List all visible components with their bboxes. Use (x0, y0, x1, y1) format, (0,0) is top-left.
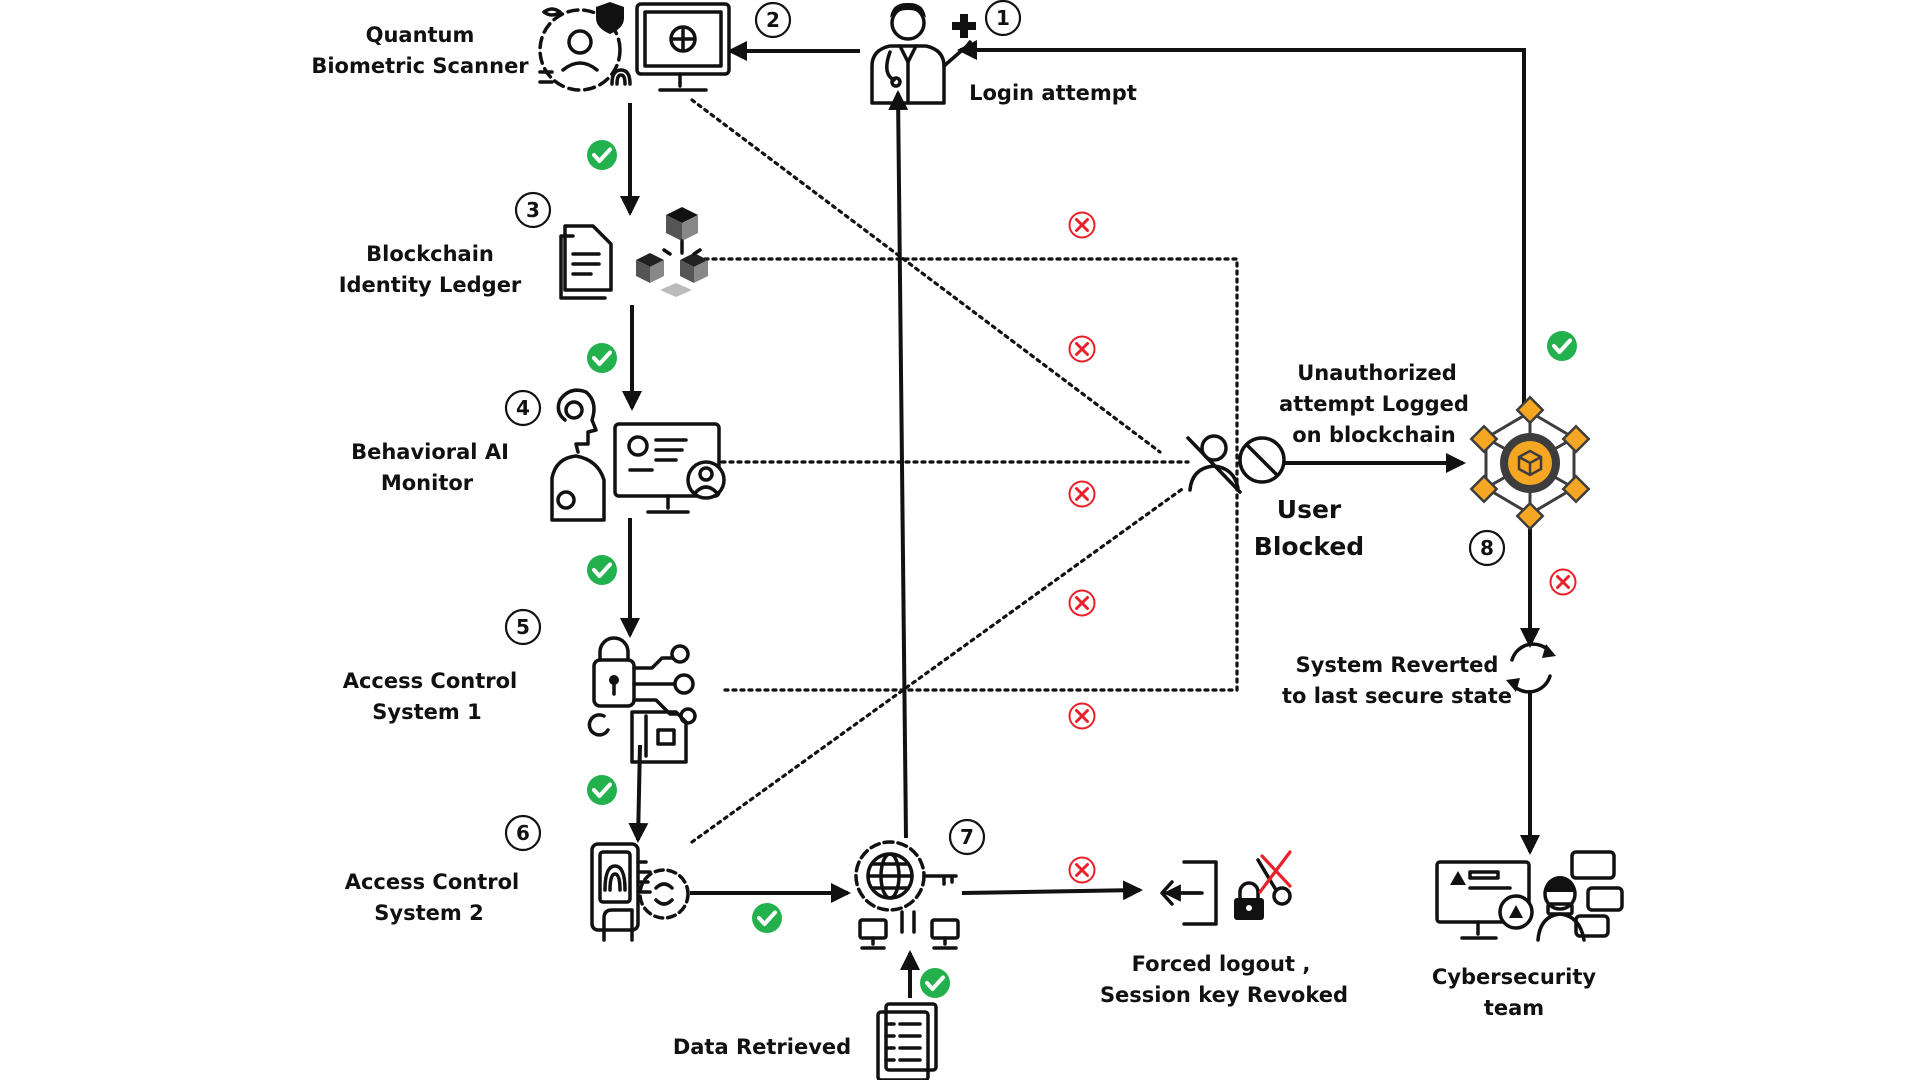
label-user-blocked-line2: Blocked (1254, 532, 1364, 561)
svg-text:6: 6 (516, 821, 530, 845)
label-logout-line1: Forced logout , (1132, 952, 1311, 976)
check-icon (585, 138, 619, 172)
label-login-attempt: Login attempt (969, 81, 1137, 105)
user-blocked-icon (1186, 434, 1286, 494)
label-ledger-line1: Blockchain (366, 242, 494, 266)
label-data-retrieved: Data Retrieved (673, 1035, 851, 1059)
check-icon (918, 966, 952, 1000)
label-reverted-line2: to last secure state (1282, 684, 1512, 708)
label-logout-line2: Session key Revoked (1100, 983, 1348, 1007)
cross-icon (1068, 589, 1096, 617)
svg-text:4: 4 (516, 396, 530, 420)
label-acs1-line2: System 1 (372, 700, 481, 724)
label-user-blocked-line1: User (1277, 495, 1342, 524)
svg-text:1: 1 (996, 6, 1010, 30)
svg-text:5: 5 (516, 615, 530, 639)
step-badges: 1 2 3 4 5 6 7 8 (504, 0, 1506, 856)
cross-icon (1068, 335, 1096, 363)
label-acs2-line2: System 2 (374, 901, 483, 925)
blockchain-network-icon (1469, 395, 1591, 531)
padlock-circuit-icon (587, 636, 697, 764)
cross-icon (1068, 211, 1096, 239)
label-reverted-line1: System Reverted (1296, 653, 1499, 677)
label-scanner-line1: Quantum (366, 23, 475, 47)
cross-icon (1549, 568, 1577, 596)
arrow-gateway-to-logout (961, 880, 1143, 901)
check-icon (585, 341, 619, 375)
dotted-acs2-to-blocked (690, 485, 1187, 844)
svg-text:2: 2 (766, 8, 780, 32)
svg-text:7: 7 (960, 825, 974, 849)
step-badge-4: 4 (504, 389, 542, 427)
check-icon (1545, 329, 1579, 363)
document-stack-icon (876, 1002, 938, 1080)
monitor-icon (635, 2, 731, 92)
arrow-gateway-to-login (888, 90, 909, 839)
ai-robot-icon (550, 388, 606, 522)
label-acs2-line1: Access Control (345, 870, 520, 894)
cross-icon (1068, 856, 1096, 884)
label-team-line2: team (1484, 996, 1544, 1020)
document-icon (559, 224, 613, 300)
cybersecurity-team-icon (1435, 850, 1624, 942)
check-icon (585, 773, 619, 807)
label-acs1-line1: Access Control (343, 669, 518, 693)
label-team-line1: Cybersecurity (1432, 965, 1596, 989)
blockchain-cubes-icon (636, 207, 708, 297)
label-scanner-line2: Biometric Scanner (311, 54, 529, 78)
step-badge-6: 6 (504, 814, 542, 852)
step-badge-5: 5 (504, 608, 542, 646)
monitor-icon (613, 422, 726, 514)
doctor-icon (870, 2, 976, 105)
label-logged-line2: attempt Logged (1279, 392, 1469, 416)
label-logged-line3: on blockchain (1292, 423, 1455, 447)
step-badge-8: 8 (1468, 529, 1506, 567)
revoked-key-icon (1256, 850, 1292, 906)
padlock-icon (1234, 881, 1264, 920)
check-icon (585, 553, 619, 587)
label-logged-line1: Unauthorized (1297, 361, 1457, 385)
step-badge-3: 3 (514, 191, 552, 229)
dotted-scanner-to-blocked (690, 98, 1162, 454)
status-marks (585, 138, 1579, 1000)
cross-icon (1068, 480, 1096, 508)
dotted-ledger-acs1-to-blocked (703, 257, 1239, 692)
label-ledger-line2: Identity Ledger (339, 273, 522, 297)
biometric-scanner-icon (538, 2, 632, 92)
step-badge-1: 1 (984, 0, 1022, 37)
label-ai-line2: Monitor (381, 471, 474, 495)
svg-text:8: 8 (1480, 536, 1494, 560)
check-icon (750, 901, 784, 935)
cross-icon (1068, 702, 1096, 730)
logout-icon (1160, 860, 1218, 926)
step-badge-2: 2 (754, 1, 792, 39)
label-ai-line1: Behavioral AI (351, 440, 509, 464)
refresh-icon (1506, 642, 1556, 694)
svg-text:3: 3 (526, 198, 540, 222)
globe-key-network-icon (854, 840, 960, 950)
connectors (620, 40, 1540, 998)
step-badge-7: 7 (948, 818, 986, 856)
arrow-blockchain-to-login (957, 40, 1526, 412)
fingerprint-access-icon (590, 842, 690, 942)
arrow-acs1-to-acs2 (628, 744, 649, 843)
